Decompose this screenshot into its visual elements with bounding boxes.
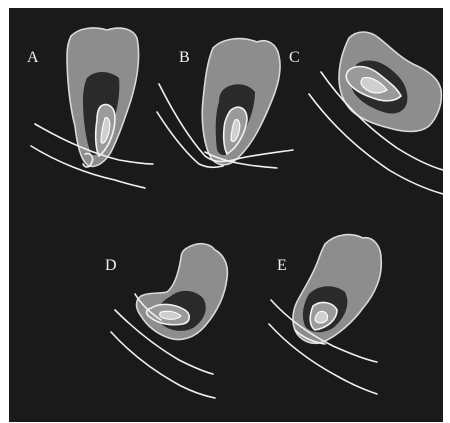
panel-b: B: [157, 39, 293, 168]
panel-e: E: [269, 235, 381, 394]
panel-d-bone-line-2: [111, 332, 215, 398]
panel-e-label: E: [277, 257, 287, 274]
panel-a: A: [27, 28, 153, 188]
tooth-diagram: A B C: [9, 8, 443, 422]
panel-c: C: [289, 32, 443, 194]
panel-a-label: A: [27, 49, 39, 66]
panel-c-label: C: [289, 49, 300, 66]
panel-d-label: D: [105, 257, 117, 274]
panel-b-label: B: [179, 49, 190, 66]
panel-d: D: [105, 244, 227, 398]
figure-frame: A B C: [9, 8, 443, 422]
